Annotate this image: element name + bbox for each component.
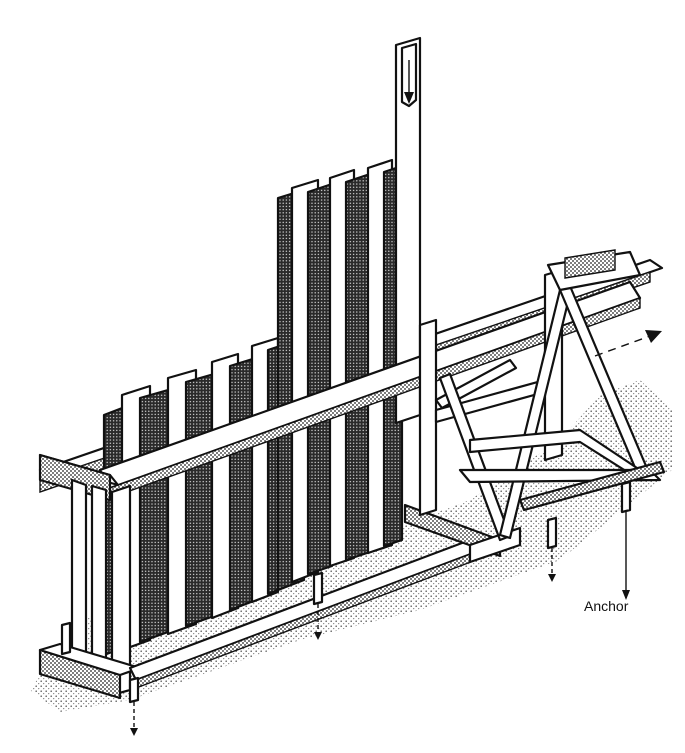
direction-arrow [594, 330, 662, 357]
a-frame-trestle [403, 249, 666, 564]
anchor-label: Anchor [584, 598, 629, 614]
left-end-frame [38, 453, 142, 700]
